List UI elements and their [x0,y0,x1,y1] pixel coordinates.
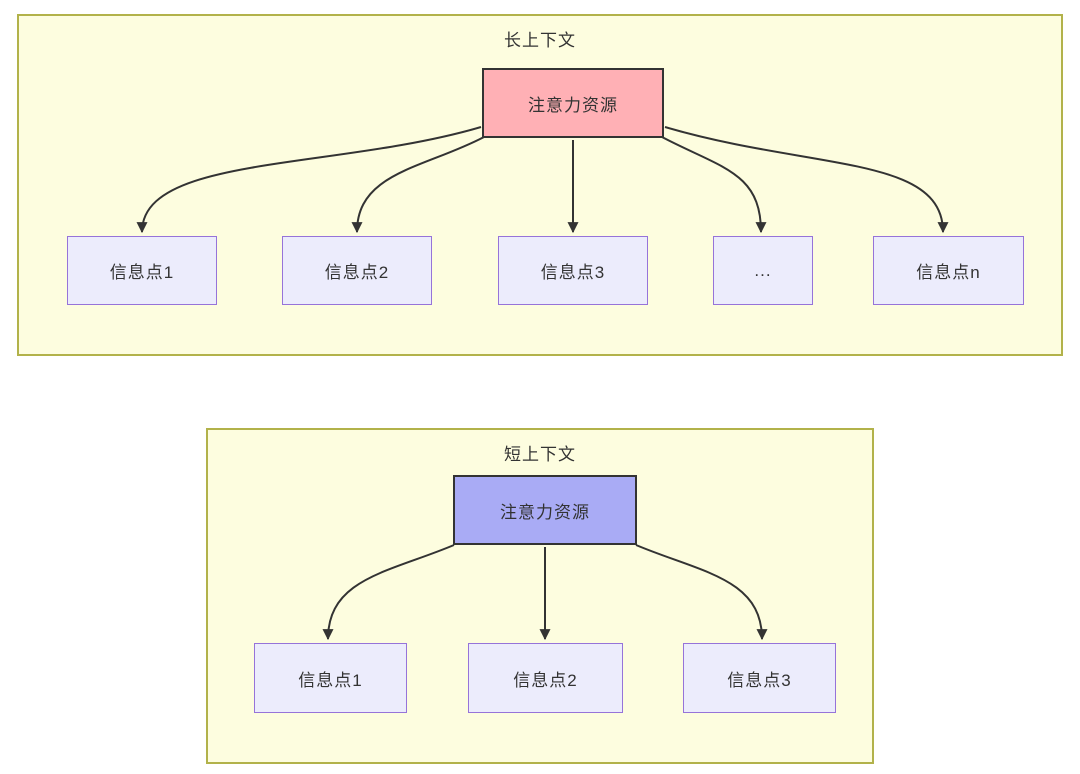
info-node-short-2: 信息点2 [468,643,623,713]
info-node-long-2: 信息点2 [282,236,432,305]
attention-box-short: 注意力资源 [453,475,637,545]
info-node-short-3: 信息点3 [683,643,836,713]
attention-box-long: 注意力资源 [482,68,664,138]
info-node-long-1: 信息点1 [67,236,217,305]
info-node-long-3: 信息点3 [498,236,648,305]
info-node-short-1: 信息点1 [254,643,407,713]
long-context-title: 长上下文 [504,31,576,50]
short-context-title: 短上下文 [504,445,576,464]
info-node-long-n: 信息点n [873,236,1024,305]
info-node-long-ellipsis: ... [713,236,813,305]
